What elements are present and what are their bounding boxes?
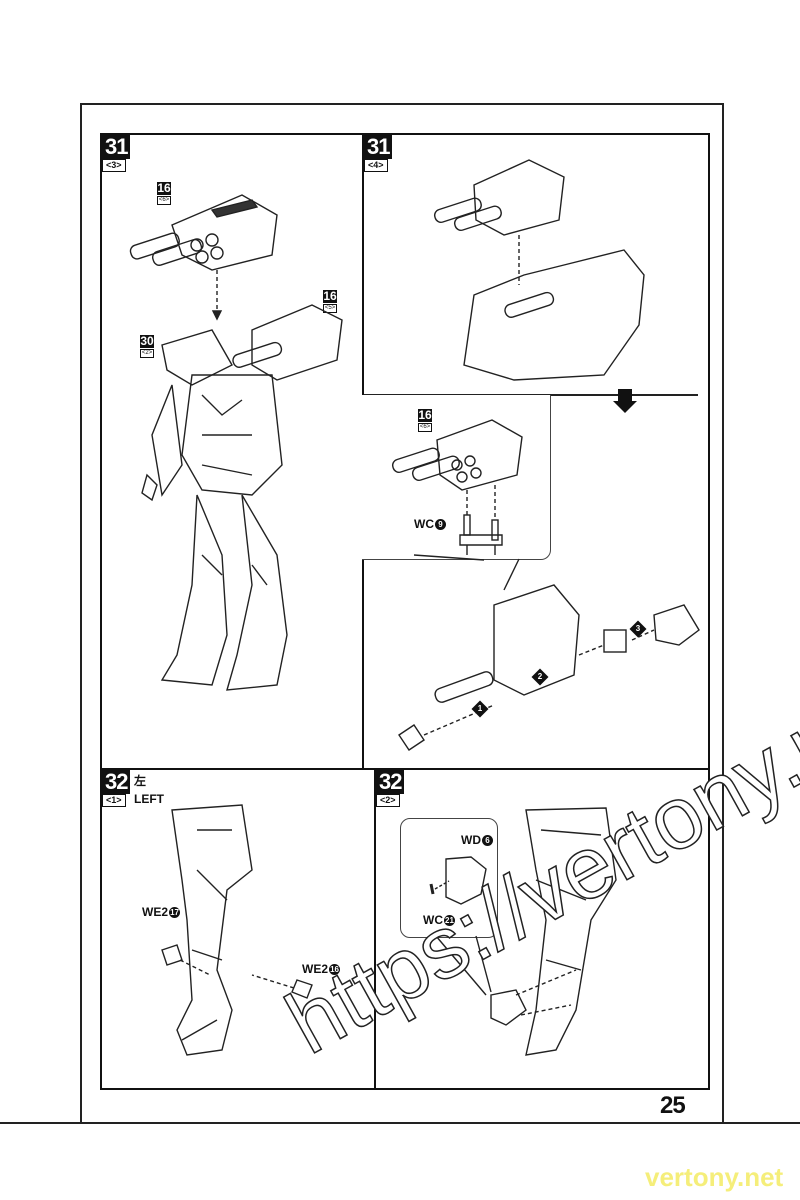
part-tag-sub: <6> [157, 196, 171, 205]
part-number: 16 [329, 964, 341, 976]
part-tag: 16 [323, 289, 337, 303]
part-number: 21 [444, 915, 455, 927]
step-sub: <3> [102, 159, 126, 172]
part-code: WC [414, 517, 434, 531]
assembly-illustration [398, 159, 700, 751]
part-number: 6 [482, 835, 493, 847]
down-arrow-icon [618, 389, 632, 401]
step-number: 32 [376, 770, 405, 794]
side-label-en: LEFT [134, 792, 164, 806]
part-number: 9 [435, 519, 446, 531]
order-marker: 2 [531, 668, 549, 686]
part-code: WE2 [142, 905, 169, 919]
part-tag: 16 [418, 408, 432, 422]
cannon-pod-top-illustration [433, 159, 565, 285]
knee-part-illustration [429, 856, 487, 905]
cannon-pod-illustration [129, 194, 278, 271]
part-code: WD [461, 833, 481, 847]
step-sub: <1> [102, 794, 126, 807]
step-number: 31 [102, 135, 131, 159]
step-31-3-panel: 31 <3> 16 <6> 16 <5> 30 <2> [100, 133, 364, 770]
leg-illustration [161, 804, 313, 1056]
part-code: WE2 [302, 962, 329, 976]
step-sub: <2> [376, 794, 400, 807]
step-number: 31 [364, 135, 393, 159]
cannon-pod-detail-illustration [391, 419, 523, 555]
part-tag-sub: <5> [323, 304, 337, 313]
frame-top-line [80, 103, 723, 105]
side-label-cn: 左 [134, 774, 147, 788]
leg-illustration [435, 807, 617, 1056]
order-number: 1 [477, 704, 483, 713]
order-marker: 1 [471, 700, 489, 718]
part-code: WC [423, 913, 443, 927]
frame-bottom-line [0, 1122, 800, 1124]
part-tag: 30 [140, 334, 154, 348]
robot-body-illustration [141, 304, 343, 691]
order-number: 3 [635, 624, 641, 633]
divider-line [364, 394, 698, 396]
part-number: 17 [169, 907, 181, 919]
step-sub: <4> [364, 159, 388, 172]
part-tag-sub: <2> [140, 349, 154, 358]
frame-left-line [80, 103, 82, 1123]
watermark-site: vertony.net [645, 1162, 784, 1192]
robot-illustration [129, 194, 343, 691]
order-marker: 3 [629, 620, 647, 638]
step-number: 32 [102, 770, 131, 794]
page-number: 25 [660, 1092, 686, 1119]
frame-right-line [722, 103, 724, 1123]
part-tag: 16 [157, 181, 171, 195]
order-number: 2 [537, 672, 543, 681]
down-arrow-head-icon [613, 401, 637, 413]
part-tag-sub: <6> [418, 423, 432, 432]
